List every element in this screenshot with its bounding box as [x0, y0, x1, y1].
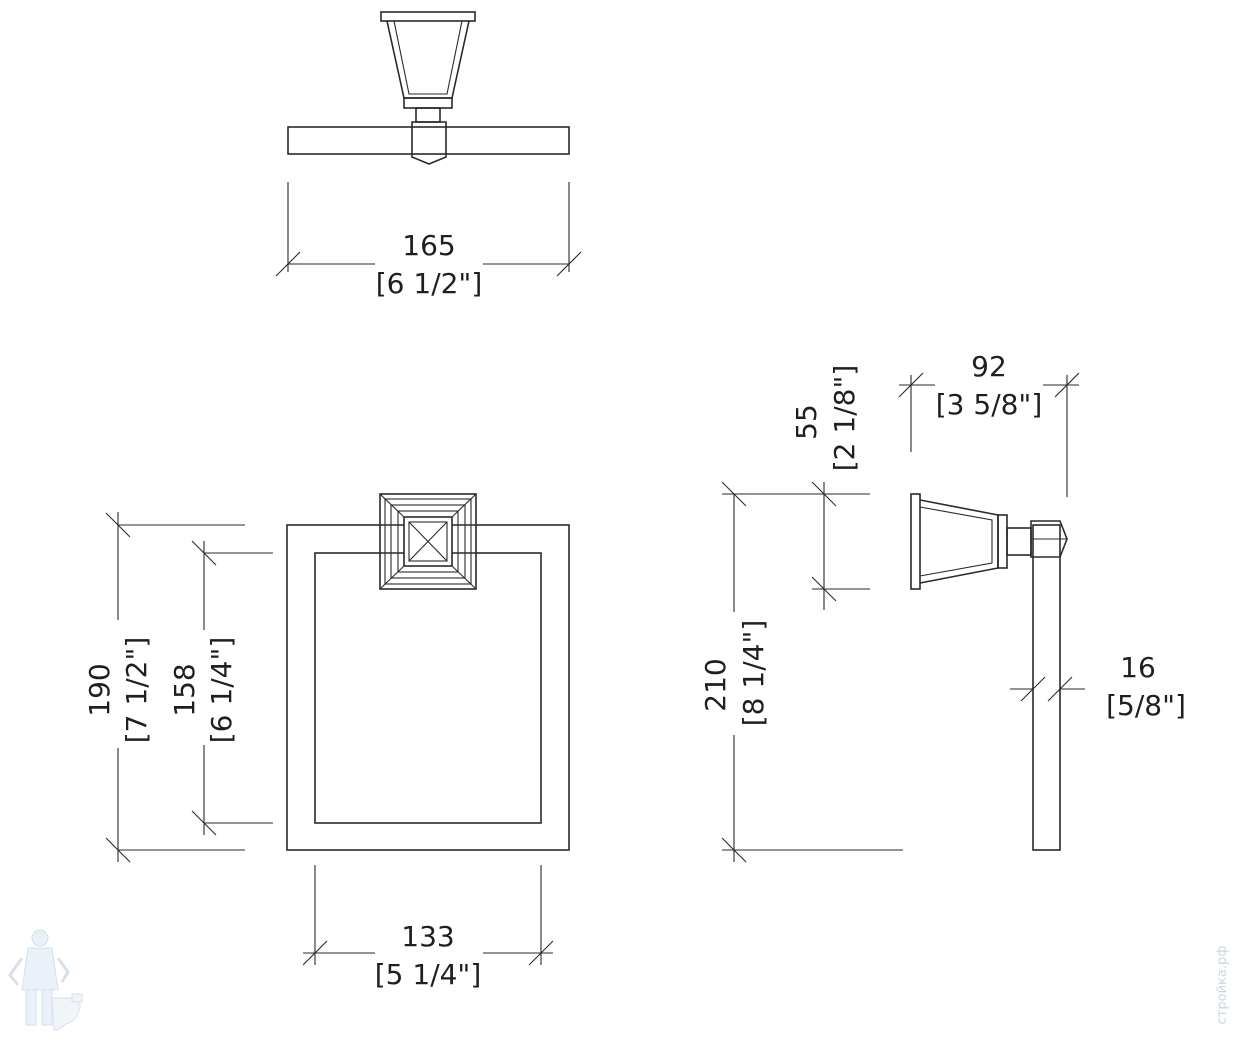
side-view-escutcheon — [919, 499, 999, 584]
top-view-escutcheon — [386, 20, 470, 99]
dim-side-bar-thickness-mm: 16 — [1120, 651, 1156, 684]
dim-side-total-height: 210 [8 1/4"] — [699, 481, 903, 863]
side-view-wall-plate — [910, 493, 921, 590]
top-view — [287, 11, 570, 165]
plumber-mascot-icon — [8, 929, 83, 1031]
dim-side-bar-thickness-inch: [5/8"] — [1106, 689, 1186, 722]
front-view — [286, 493, 570, 851]
front-view-inner-opening — [314, 552, 542, 824]
dim-front-inner-width-mm: 133 — [401, 920, 454, 953]
top-view-flange-plate — [380, 11, 476, 22]
dim-side-mount-height-mm: 55 — [790, 404, 823, 440]
side-view-bar — [1032, 524, 1061, 851]
dim-side-depth-inch: [3 5/8"] — [936, 388, 1043, 421]
dim-side-total-height-mm: 210 — [699, 658, 732, 711]
side-view-end-cap — [1030, 520, 1068, 558]
dim-front-outer-height-mm: 190 — [83, 663, 116, 716]
dim-front-inner-height: 158 [6 1/4"] — [168, 540, 273, 836]
dim-front-inner-height-inch: [6 1/4"] — [205, 637, 238, 744]
dim-side-mount-height-inch: [2 1/8"] — [828, 365, 861, 472]
dim-side-bar-thickness: 16 [5/8"] — [1010, 651, 1186, 722]
dim-top-width: 165 [6 1/2"] — [275, 182, 582, 300]
dim-side-depth-mm: 92 — [971, 350, 1007, 383]
dim-side-mount-height: 55 [2 1/8"] — [790, 365, 870, 610]
top-view-collar — [403, 97, 453, 109]
dim-side-total-height-inch: [8 1/4"] — [737, 620, 770, 727]
side-view — [910, 493, 1068, 851]
dim-front-outer-height-inch: [7 1/2"] — [120, 637, 153, 744]
dim-top-width-inch: [6 1/2"] — [376, 267, 483, 300]
dim-side-depth: 92 [3 5/8"] — [898, 350, 1080, 497]
watermark-text: стройка.рф — [1215, 946, 1230, 1025]
dim-front-inner-height-mm: 158 — [168, 663, 201, 716]
top-view-bar — [287, 126, 570, 155]
dim-top-width-mm: 165 — [402, 229, 455, 262]
dim-front-inner-width: 133 [5 1/4"] — [302, 865, 554, 991]
dim-front-outer-height: 190 [7 1/2"] — [83, 512, 245, 863]
dim-front-inner-width-inch: [5 1/4"] — [375, 958, 482, 991]
side-view-collar — [1006, 527, 1032, 556]
top-view-post — [411, 121, 447, 165]
